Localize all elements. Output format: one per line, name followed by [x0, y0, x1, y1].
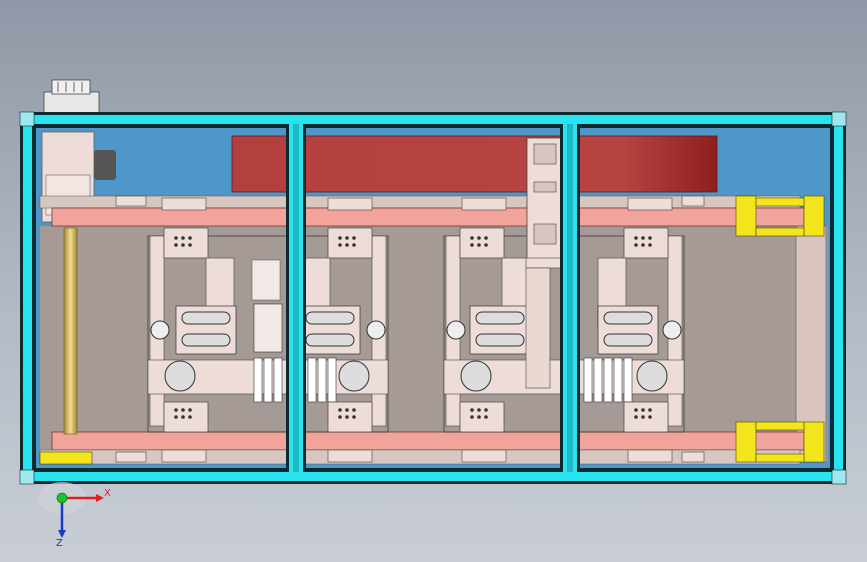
gripper-icon [469, 305, 659, 355]
motor-icon [43, 79, 100, 115]
red-cover [231, 135, 718, 193]
frame-dividers [286, 124, 580, 472]
rail-blocks [115, 195, 705, 463]
gripper-icon [175, 303, 361, 355]
bracket-icon [525, 137, 563, 389]
guide-rod [63, 227, 78, 435]
sensor-icon [39, 195, 825, 465]
bottom-rail [39, 431, 805, 465]
x-axis-label: X [104, 488, 111, 499]
frame-corners [19, 111, 847, 485]
y-axis-dot [56, 492, 68, 504]
z-axis-label: Z [56, 538, 63, 546]
axis-triad: X Z [36, 480, 116, 549]
x-axis-arrow [96, 494, 104, 502]
module-left [147, 227, 389, 433]
z-axis-arrow [58, 530, 66, 538]
top-rail [39, 195, 805, 227]
